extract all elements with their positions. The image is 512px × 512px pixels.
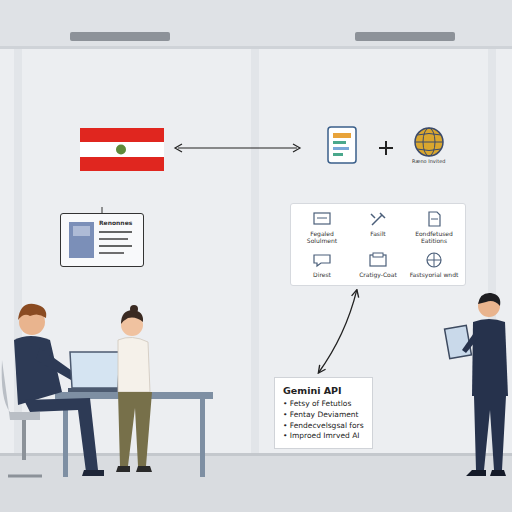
card-title: Renonnes: [99, 219, 132, 226]
feature-label: Fastsyorial wndt: [410, 272, 459, 279]
bullet-item: • Fentay Deviament: [283, 410, 364, 421]
feature-label: Fegaled Solulment: [295, 231, 349, 245]
icon-caption: Ræno Invited: [412, 158, 445, 164]
feature-label: Fasilt: [370, 231, 385, 238]
feature-panel: Fegaled Solulment Fasilt Eondfetused Eatit…: [290, 203, 466, 286]
feature-item: Fasilt: [351, 210, 405, 245]
feature-icon: [311, 210, 333, 228]
feature-icon: [423, 210, 445, 228]
feature-label: Direst: [313, 272, 331, 279]
bullet-item: • Fendecvelsgsal fors: [283, 421, 364, 432]
feature-item: Eondfetused Eatitions: [407, 210, 461, 245]
id-card: Renonnes: [60, 213, 144, 267]
feature-icon: [423, 251, 445, 269]
feature-item: Cratigy-Coat: [351, 251, 405, 279]
box-heading: Gemini API: [283, 384, 364, 398]
feature-label: Cratigy-Coat: [359, 272, 397, 279]
bullet-item: • Improed Imrved AI: [283, 431, 364, 442]
connector-arrow: [318, 290, 357, 373]
feature-icon: [367, 210, 389, 228]
feature-icon: [311, 251, 333, 269]
bullet-item: • Fetsy of Fetutlos: [283, 399, 364, 410]
feature-item: Fegaled Solulment: [295, 210, 349, 245]
api-box: Gemini API• Fetsy of Fetutlos• Fentay De…: [274, 377, 373, 449]
feature-item: Fastsyorial wndt: [407, 251, 461, 279]
feature-label: Eondfetused Eatitions: [407, 231, 461, 245]
feature-icon: [367, 251, 389, 269]
feature-item: Direst: [295, 251, 349, 279]
